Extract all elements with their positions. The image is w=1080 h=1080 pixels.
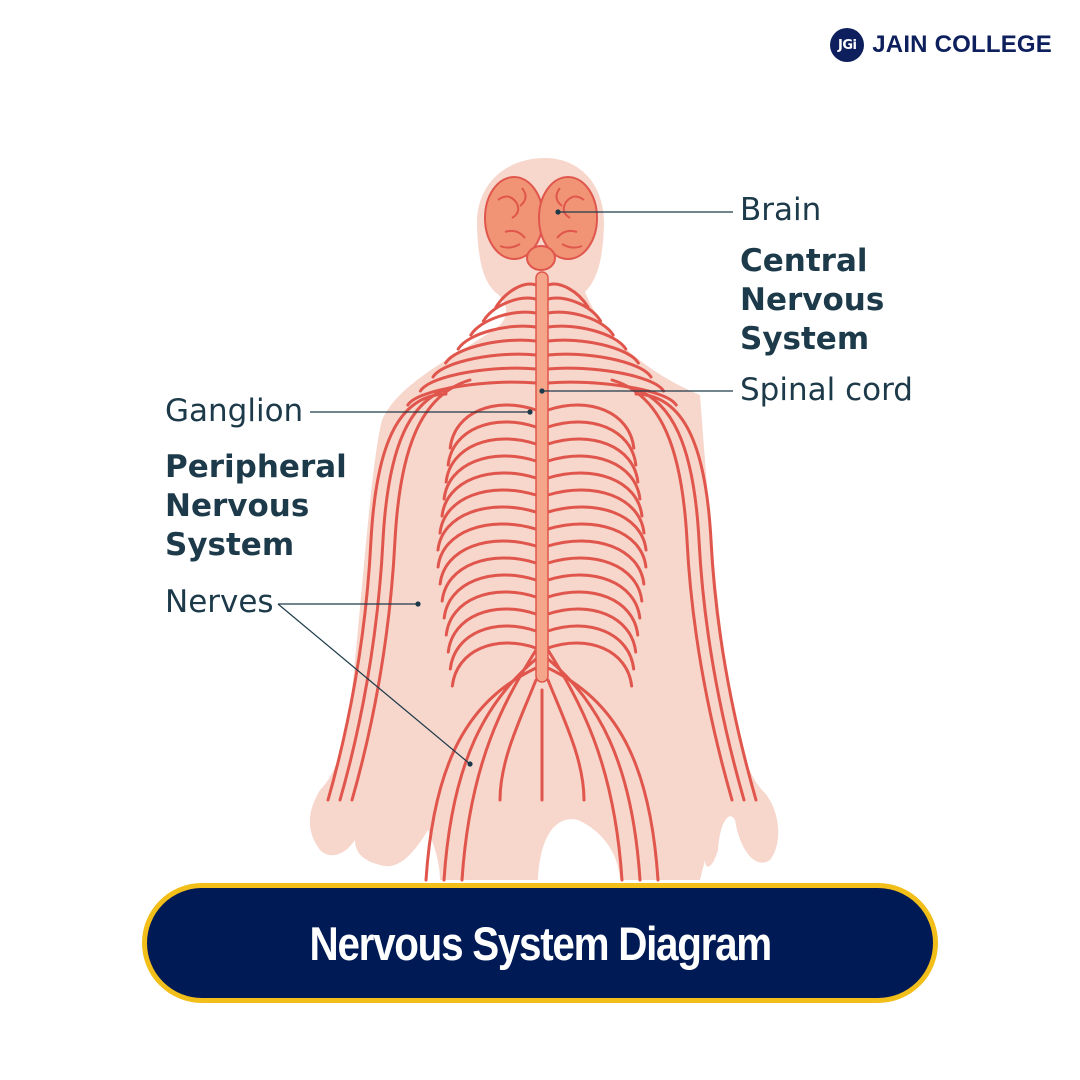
pns-line-1: Peripheral	[165, 449, 347, 485]
dot-ganglion	[527, 409, 533, 415]
nerve-neck-left	[418, 366, 538, 393]
cns-line-3: System	[740, 321, 870, 357]
nerve-rib-right	[546, 556, 644, 603]
nerve-neck-right	[546, 282, 590, 309]
nerve-rib-right	[546, 420, 638, 467]
jgi-logo-icon: JGi	[830, 28, 865, 62]
nerve-arm-left	[338, 384, 460, 802]
dot-nerves-leg	[467, 761, 473, 767]
nerve-rib-right	[546, 590, 640, 637]
nerve-rib-right	[546, 403, 636, 450]
dot-brain	[555, 209, 561, 215]
nerve-neck-right	[546, 352, 653, 379]
cns-line-2: Nervous	[740, 282, 885, 318]
nerve-neck-left	[444, 338, 538, 365]
label-peripheral-nervous-system: Peripheral Nervous System	[165, 448, 347, 565]
nerve-leg-left	[442, 657, 538, 882]
nerve-leg-right	[546, 666, 660, 882]
nerve-neck-right	[546, 338, 640, 365]
nerve-arm-right	[622, 384, 746, 802]
brand: JGi JAIN COLLEGE	[830, 28, 1052, 62]
nerve-rib-right	[546, 522, 648, 569]
nerve-neck-right	[546, 296, 603, 323]
diagram-title: Nervous System Diagram	[309, 916, 772, 970]
nerve-rib-right	[546, 539, 646, 586]
nerve-rib-left	[446, 607, 538, 654]
nerve-leg-left	[424, 666, 538, 882]
nerve-rib-left	[448, 403, 538, 450]
nerve-rib-left	[436, 522, 538, 569]
nerve-neck-right	[546, 310, 615, 337]
nerve-rib-right	[546, 505, 648, 552]
nerve-arm-right	[610, 378, 734, 802]
label-brain: Brain	[740, 192, 822, 228]
leader-dots	[415, 209, 561, 767]
nerve-rib-left	[442, 454, 538, 501]
nerve-arm-right	[634, 392, 758, 802]
brand-name: JAIN COLLEGE	[872, 31, 1052, 58]
nerve-pelvic-left	[498, 678, 538, 802]
nerve-neck-right	[546, 324, 628, 351]
nerve-neck-left	[494, 282, 538, 309]
nerve-rib-left	[446, 420, 538, 467]
title-banner: Nervous System Diagram	[142, 883, 938, 1003]
nerve-rib-left	[448, 624, 538, 671]
nerve-rib-right	[546, 624, 636, 671]
nerve-rib-left	[440, 471, 538, 518]
nerve-rib-right	[546, 641, 634, 688]
nerve-network	[326, 282, 758, 882]
dot-nerves-arm	[415, 601, 421, 607]
nerve-rib-right	[546, 607, 638, 654]
nerve-neck-right	[546, 366, 666, 393]
nerve-neck-left	[481, 296, 538, 323]
nerve-rib-right	[546, 471, 644, 518]
brain-shape	[484, 176, 598, 271]
label-central-nervous-system: Central Nervous System	[740, 242, 884, 359]
nerve-rib-left	[438, 488, 538, 535]
nerve-neck-left	[431, 352, 538, 379]
nerve-rib-left	[440, 556, 538, 603]
nerve-rib-right	[546, 437, 640, 484]
nerve-neck-left	[469, 310, 538, 337]
label-ganglion: Ganglion	[165, 393, 304, 429]
label-spinal-cord: Spinal cord	[740, 372, 913, 408]
nerve-leg-right	[546, 657, 642, 882]
nerve-rib-left	[444, 590, 538, 637]
nerve-rib-left	[436, 505, 538, 552]
leader-nerves-leg	[277, 603, 471, 765]
nerve-rib-right	[546, 488, 646, 535]
cns-line-1: Central	[740, 243, 868, 279]
nerve-rib-left	[438, 539, 538, 586]
leader-lines	[277, 211, 733, 765]
pns-line-2: Nervous	[165, 488, 310, 524]
spinal-cord-shape	[535, 271, 549, 683]
dot-spinal-cord	[539, 388, 545, 394]
nerve-rib-left	[444, 437, 538, 484]
nerve-rib-right	[546, 454, 642, 501]
nerve-pelvic-right	[546, 678, 586, 802]
nerve-rib-right	[546, 573, 642, 620]
label-nerves: Nerves	[165, 584, 274, 620]
nerve-rib-left	[442, 573, 538, 620]
nerve-rib-left	[450, 641, 538, 688]
nerve-neck-left	[456, 324, 538, 351]
nerve-arm-left	[350, 378, 472, 802]
pns-line-3: System	[165, 527, 295, 563]
